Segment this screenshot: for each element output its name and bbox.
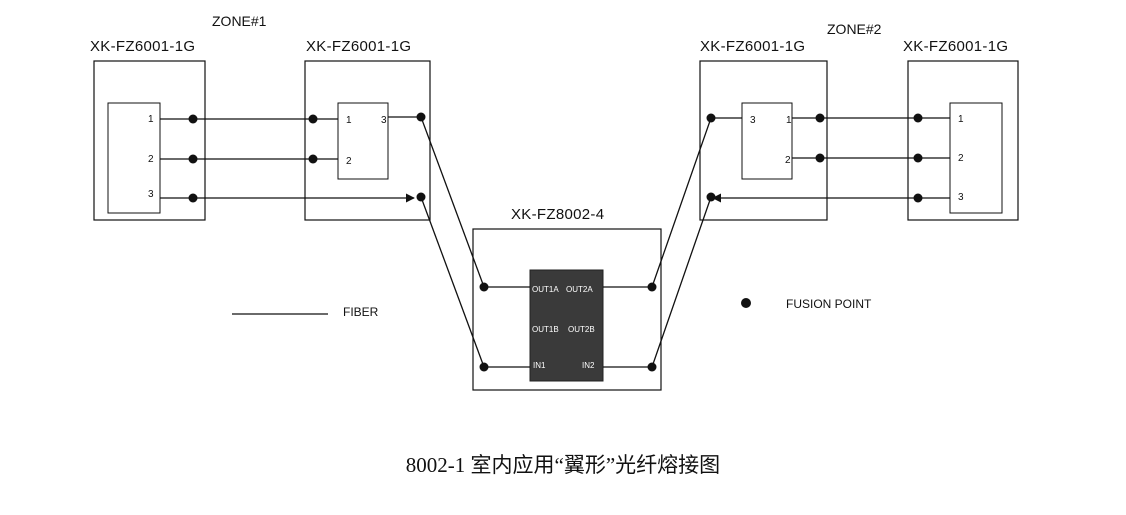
fusion-point	[188, 114, 198, 124]
diagram-caption: 8002-1 室内应用“翼形”光纤熔接图	[405, 453, 721, 477]
device-2-port-2: 2	[346, 156, 352, 167]
device-1-label: XK-FZ6001-1G	[90, 38, 195, 55]
legend: FIBER FUSION POINT	[232, 297, 872, 319]
device-1: 1 2 3	[93, 60, 206, 221]
device-1-port-2: 2	[148, 154, 154, 165]
splitter-out2b: OUT2B	[568, 325, 595, 334]
fusion-point	[815, 113, 825, 123]
fiber-d3-out2a	[651, 117, 712, 288]
device-4: 1 2 3	[907, 60, 1019, 221]
fusion-point	[308, 114, 318, 124]
device-2-port-3: 3	[381, 115, 387, 126]
fusion-point	[913, 193, 923, 203]
fusion-point	[416, 112, 426, 122]
zone-1-label: ZONE#1	[212, 13, 267, 29]
legend-fiber-label: FIBER	[343, 305, 379, 319]
fusion-point	[647, 282, 657, 292]
device-3-label: XK-FZ6001-1G	[700, 38, 805, 55]
device-5-label: XK-FZ8002-4	[511, 206, 604, 223]
zone-2-label: ZONE#2	[827, 21, 882, 37]
fusion-point	[815, 153, 825, 163]
fusion-point	[706, 192, 716, 202]
fusion-point	[647, 362, 657, 372]
device-3-port-1: 1	[786, 115, 792, 126]
fusion-point	[188, 193, 198, 203]
fiber-d2-in1	[420, 196, 485, 368]
device-2-label: XK-FZ6001-1G	[306, 38, 411, 55]
splitter-out1a: OUT1A	[532, 285, 559, 294]
fusion-point	[913, 113, 923, 123]
legend-fusion-dot	[741, 298, 751, 308]
fusion-point	[913, 153, 923, 163]
device-4-port-3: 3	[958, 192, 964, 203]
fiber-d2-out1a	[420, 116, 485, 288]
device-3: 3 1 2	[699, 60, 828, 221]
device-3-port-2: 2	[785, 155, 791, 166]
fibers-left	[160, 116, 530, 368]
fusion-point	[188, 154, 198, 164]
fusion-points	[188, 112, 923, 372]
splitter-out1b: OUT1B	[532, 325, 559, 334]
fusion-point	[706, 113, 716, 123]
device-2: 1 2 3	[304, 60, 431, 221]
fiber-d3-in2	[651, 196, 712, 368]
fusion-point	[308, 154, 318, 164]
splitter-out2a: OUT2A	[566, 285, 593, 294]
splitter-in2: IN2	[582, 361, 595, 370]
device-1-port-1: 1	[148, 114, 154, 125]
splitter-in1: IN1	[533, 361, 546, 370]
device-3-port-3: 3	[750, 115, 756, 126]
device-4-port-2: 2	[958, 153, 964, 164]
legend-fusion-label: FUSION POINT	[786, 297, 872, 311]
fusion-point	[479, 282, 489, 292]
device-5-splitter: OUT1A OUT2A OUT1B OUT2B IN1 IN2	[472, 228, 662, 391]
fusion-point	[416, 192, 426, 202]
device-1-port-3: 3	[148, 189, 154, 200]
device-2-port-1: 1	[346, 115, 352, 126]
device-4-port-1: 1	[958, 114, 964, 125]
fusion-point	[479, 362, 489, 372]
fibers-right	[603, 117, 950, 368]
device-4-label: XK-FZ6001-1G	[903, 38, 1008, 55]
